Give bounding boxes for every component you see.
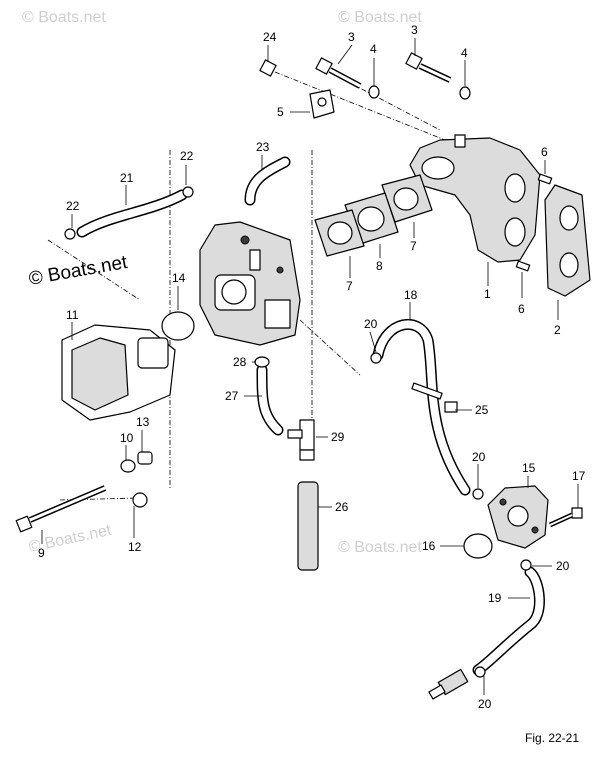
callout-5: 5: [277, 105, 284, 119]
watermark-top-right: © Boats.net: [338, 9, 422, 26]
callout-17: 17: [572, 469, 586, 483]
callout-13: 13: [136, 415, 150, 429]
callout-20-a: 20: [364, 317, 378, 331]
gasket-7-right: [381, 174, 433, 223]
callout-7-left: 7: [346, 279, 353, 293]
callout-26: 26: [335, 500, 349, 514]
gasket-7-left: [314, 209, 365, 257]
bolt-3-right-part: [405, 52, 452, 83]
pump-bolt-part: [548, 507, 583, 528]
callout-19: 19: [488, 591, 502, 605]
callout-22-right: 22: [180, 149, 194, 163]
washer-4-right: [459, 86, 471, 100]
fuel-pump-part: [487, 485, 549, 549]
fuel-hose-19-part: [472, 559, 545, 678]
callout-1: 1: [484, 287, 491, 301]
clamp-bracket-part: [309, 89, 335, 119]
watermark-top-left: © Boats.net: [22, 9, 106, 26]
callout-24: 24: [263, 30, 277, 44]
callout-2: 2: [554, 323, 561, 337]
grommet-part: [132, 492, 148, 508]
callout-11: 11: [66, 308, 79, 322]
callout-16: 16: [422, 539, 436, 553]
leader-lines: [41, 38, 579, 695]
callout-20-d: 20: [478, 697, 492, 711]
callout-numbers: 24 3 4 3 4 5 6 6 2 1 7 8 7 22 22 21 23 1…: [38, 23, 586, 711]
callout-25: 25: [475, 403, 489, 417]
dowel-pin-lower: [515, 260, 531, 272]
connector-part: [428, 668, 469, 700]
fuel-hose-18-part: [370, 318, 484, 500]
callout-20-c: 20: [556, 559, 570, 573]
callout-6-upper: 6: [541, 145, 548, 159]
drain-hose-part: [297, 481, 319, 571]
washer-10-part: [120, 459, 136, 473]
callout-12: 12: [128, 540, 142, 554]
watermark-main: © Boats.net: [27, 252, 129, 290]
callout-8: 8: [376, 259, 383, 273]
bolt-24-part: [259, 59, 277, 77]
callout-4-left: 4: [370, 42, 377, 56]
callout-20-b: 20: [472, 450, 486, 464]
gasket-large-part: [544, 184, 591, 297]
o-ring-14-part: [161, 311, 195, 341]
long-bolt-part: [15, 485, 107, 533]
callout-15: 15: [522, 461, 536, 475]
dowel-pin-upper: [537, 173, 553, 185]
figure-label: Fig. 22-21: [525, 731, 579, 745]
intake-manifold-part: [409, 134, 541, 263]
bolt-3-left-part: [315, 57, 362, 89]
callout-3-right: 3: [411, 23, 418, 37]
washer-4-left: [368, 85, 380, 99]
callout-21: 21: [120, 171, 134, 185]
callout-29: 29: [331, 430, 345, 444]
callout-14: 14: [172, 271, 186, 285]
callout-9: 9: [38, 546, 45, 560]
carburetor-part: [199, 221, 301, 346]
callout-6-lower: 6: [518, 302, 525, 316]
breather-hose-part: [64, 186, 194, 240]
collar-part: [137, 451, 153, 465]
callout-10: 10: [120, 431, 134, 445]
callout-22-left: 22: [66, 199, 80, 213]
callout-28: 28: [233, 355, 247, 369]
vent-hose-part: [244, 156, 291, 206]
watermark-bottom-right: © Boats.net: [338, 539, 422, 556]
callout-27: 27: [225, 389, 239, 403]
o-ring-16-part: [463, 533, 493, 559]
callout-18: 18: [404, 288, 418, 302]
joint-part: [287, 419, 315, 461]
hose-clamp-part: [411, 382, 458, 413]
callout-23: 23: [256, 140, 270, 154]
callout-7-right: 7: [410, 239, 417, 253]
callout-3-left: 3: [348, 30, 355, 44]
air-silencer-part: [61, 324, 176, 421]
hose-27-part: [254, 356, 284, 436]
callout-4-right: 4: [461, 46, 468, 60]
